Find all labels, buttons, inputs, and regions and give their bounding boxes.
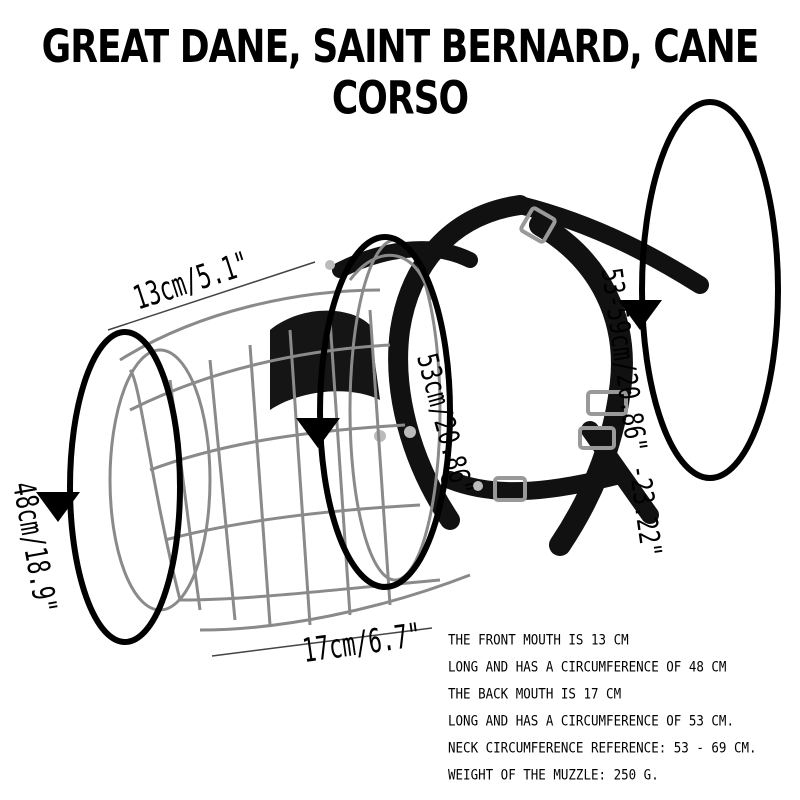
rivet-icon (325, 260, 483, 491)
note-line: LONG AND HAS A CIRCUMFERENCE OF 53 CM. (448, 712, 734, 729)
note-line: WEIGHT OF THE MUZZLE: 250 G. (448, 766, 659, 783)
note-line: LONG AND HAS A CIRCUMFERENCE OF 48 CM (448, 658, 727, 675)
buckle-icon (493, 206, 628, 502)
dimension-lines (107, 261, 433, 657)
page-title: GREAT DANE, SAINT BERNARD, CANE CORSO (41, 22, 760, 125)
note-line: NECK CIRCUMFERENCE REFERENCE: 53 - 69 CM… (448, 739, 757, 756)
note-line: THE FRONT MOUTH IS 13 CM (448, 631, 629, 648)
note-line: THE BACK MOUTH IS 17 CM (448, 685, 622, 702)
notes-list: THE FRONT MOUTH IS 13 CM LONG AND HAS A … (448, 626, 757, 788)
arrow-icon (36, 300, 662, 522)
measure-ellipses (67, 99, 781, 645)
